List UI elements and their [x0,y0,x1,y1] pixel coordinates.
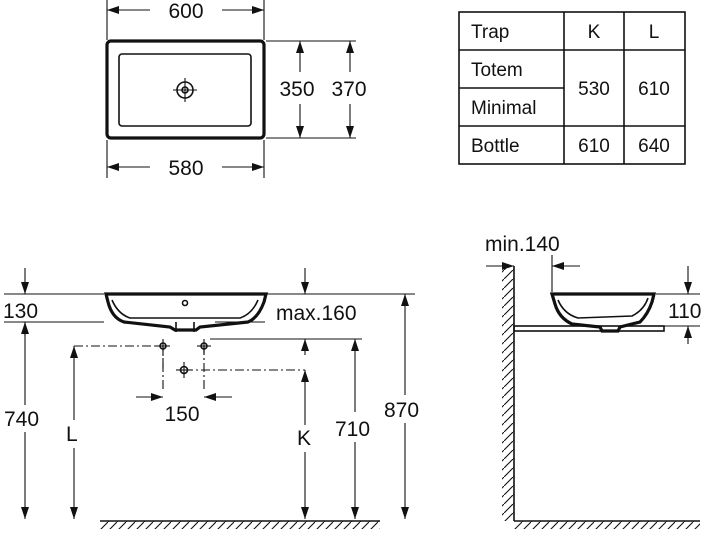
side-view: min.140 110 [485,233,701,529]
dim-mount-height: 740 [4,408,39,431]
trap-table: Trap K L Totem Minimal 530 610 Bottle 61… [458,11,686,165]
table-header-trap: Trap [471,22,509,43]
dim-outer-depth: 370 [331,78,366,101]
basin-bowl-outline [118,53,252,127]
drain-icon [173,78,197,102]
table-header-l: L [649,22,660,43]
basin-top-outline [105,39,266,140]
table-row-bottle-l: 640 [638,136,670,157]
dim-pipe-spacing: 150 [164,403,199,426]
table-row-totem-label: Totem [471,60,523,81]
dim-basin-height: 130 [3,300,38,323]
dim-total-height: 870 [384,399,419,422]
table-row-bottle-label: Bottle [471,136,520,157]
dim-inner-width: 580 [168,157,203,180]
water-inlet-left-icon [156,339,170,353]
table-row-totem-l: 610 [638,79,670,100]
dim-inner-depth: 350 [279,78,314,101]
water-inlet-right-icon [197,339,211,353]
basin-front-profile [103,292,269,332]
label-l: L [66,423,78,446]
dim-max-deck: max.160 [276,302,357,325]
dim-side-height: 110 [668,300,701,323]
dim-outer-width: 600 [168,0,203,23]
label-k: K [297,427,311,450]
table-row-bottle-k: 610 [578,136,610,157]
top-view: 600 580 350 370 [105,0,367,180]
front-view: 130 max.160 [3,268,419,529]
table-row-totem-k: 530 [578,79,610,100]
dim-waste-height: 710 [335,418,370,441]
dim-min-wall: min.140 [485,233,560,256]
table-header-k: K [588,22,601,43]
basin-side-profile [549,292,657,333]
table-row-minimal-label: Minimal [471,98,536,119]
waste-outlet-icon [176,362,192,378]
